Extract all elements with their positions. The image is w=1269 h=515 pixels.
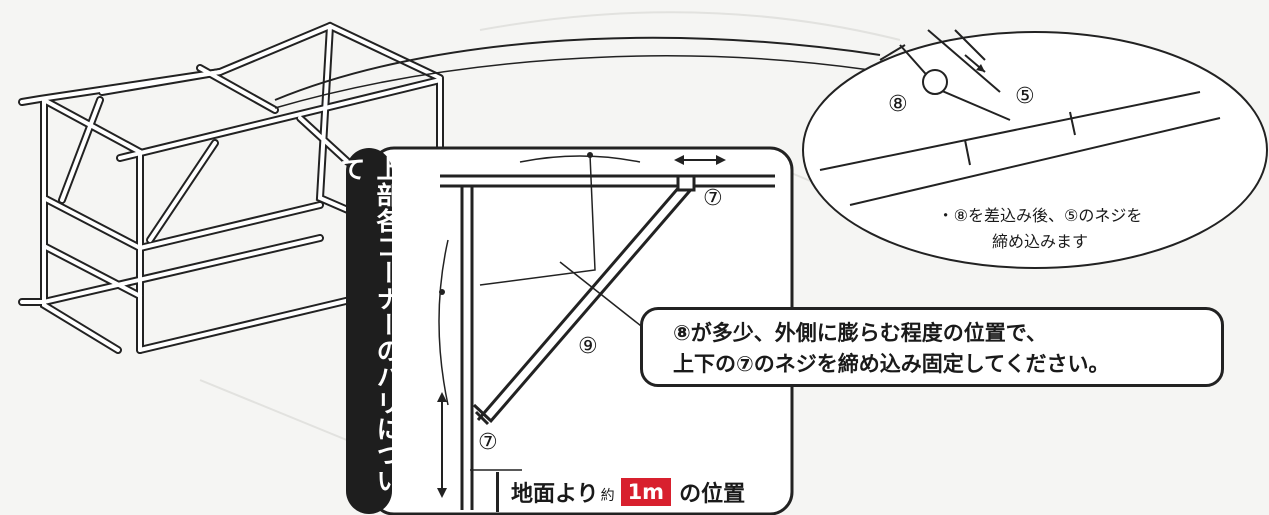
ground-height-label: 地面より 約 1m の位置 <box>496 472 745 512</box>
zoom-note: ・⑧を差込み後、⑤のネジを 締め込みます <box>880 203 1200 255</box>
distance-badge: 1m <box>620 478 672 506</box>
callout-line2: 上下の⑦のネジを締め込み固定してください。 <box>673 352 1110 376</box>
part-label-5: ⑤ <box>1015 84 1035 109</box>
zoom-detail <box>819 29 1221 206</box>
part-label-9: ⑨ <box>578 334 598 359</box>
approx-text: 約 <box>600 488 615 504</box>
callout-line1: ⑧が多少、外側に膨らむ程度の位置で、 <box>673 321 1047 345</box>
part-label-8: ⑧ <box>888 92 908 117</box>
ground-suffix: の位置 <box>679 482 746 507</box>
section-title-vertical: 上部各コーナーのハリについて <box>337 148 402 514</box>
zoom-note-line1: ・⑧を差込み後、⑤のネジを <box>937 206 1143 225</box>
part-label-7-bottom: ⑦ <box>478 430 498 455</box>
zoom-note-line2: 締め込みます <box>991 232 1088 251</box>
instruction-callout: ⑧が多少、外側に膨らむ程度の位置で、 上下の⑦のネジを締め込み固定してください。 <box>640 307 1224 387</box>
ground-text: 地面より <box>511 482 599 507</box>
zoom-oval <box>802 31 1268 269</box>
part-label-7-top: ⑦ <box>703 186 723 211</box>
corner-detail-drawing <box>440 174 775 510</box>
